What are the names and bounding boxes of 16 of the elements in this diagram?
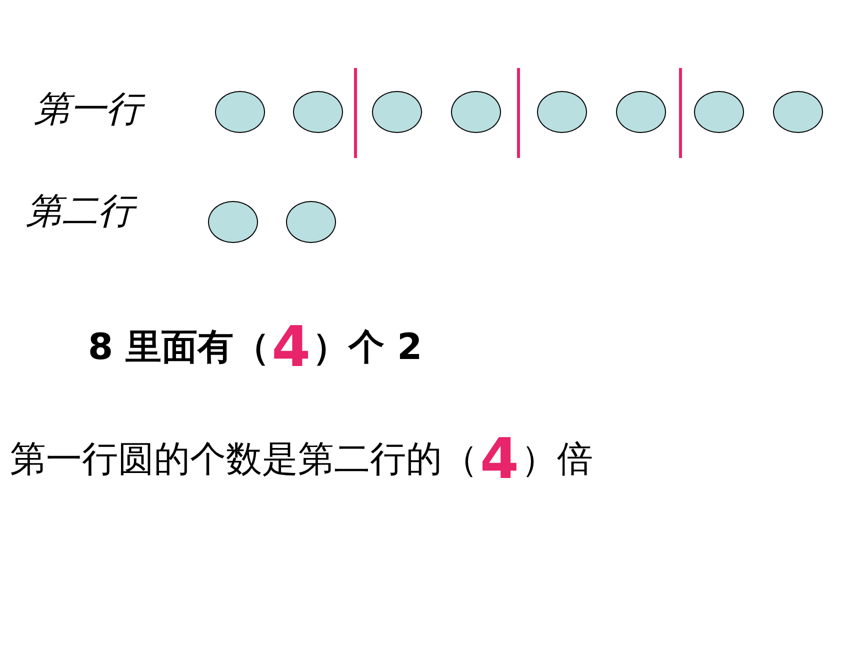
sentence-text: 8 里面有（ xyxy=(88,330,270,366)
oval xyxy=(694,91,744,133)
sentence-text: ）个 2 xyxy=(312,330,422,366)
answer-number: 4 xyxy=(480,432,519,488)
sentence-text: 第一行圆的个数是第二行的（ xyxy=(10,442,478,478)
oval xyxy=(451,91,501,133)
oval xyxy=(208,201,258,243)
oval xyxy=(293,91,343,133)
oval xyxy=(215,91,265,133)
oval xyxy=(372,91,422,133)
oval xyxy=(286,201,336,243)
sentence-text: ）倍 xyxy=(520,442,593,478)
oval xyxy=(537,91,587,133)
oval xyxy=(773,91,823,133)
oval xyxy=(616,91,666,133)
answer-number: 4 xyxy=(272,320,311,376)
